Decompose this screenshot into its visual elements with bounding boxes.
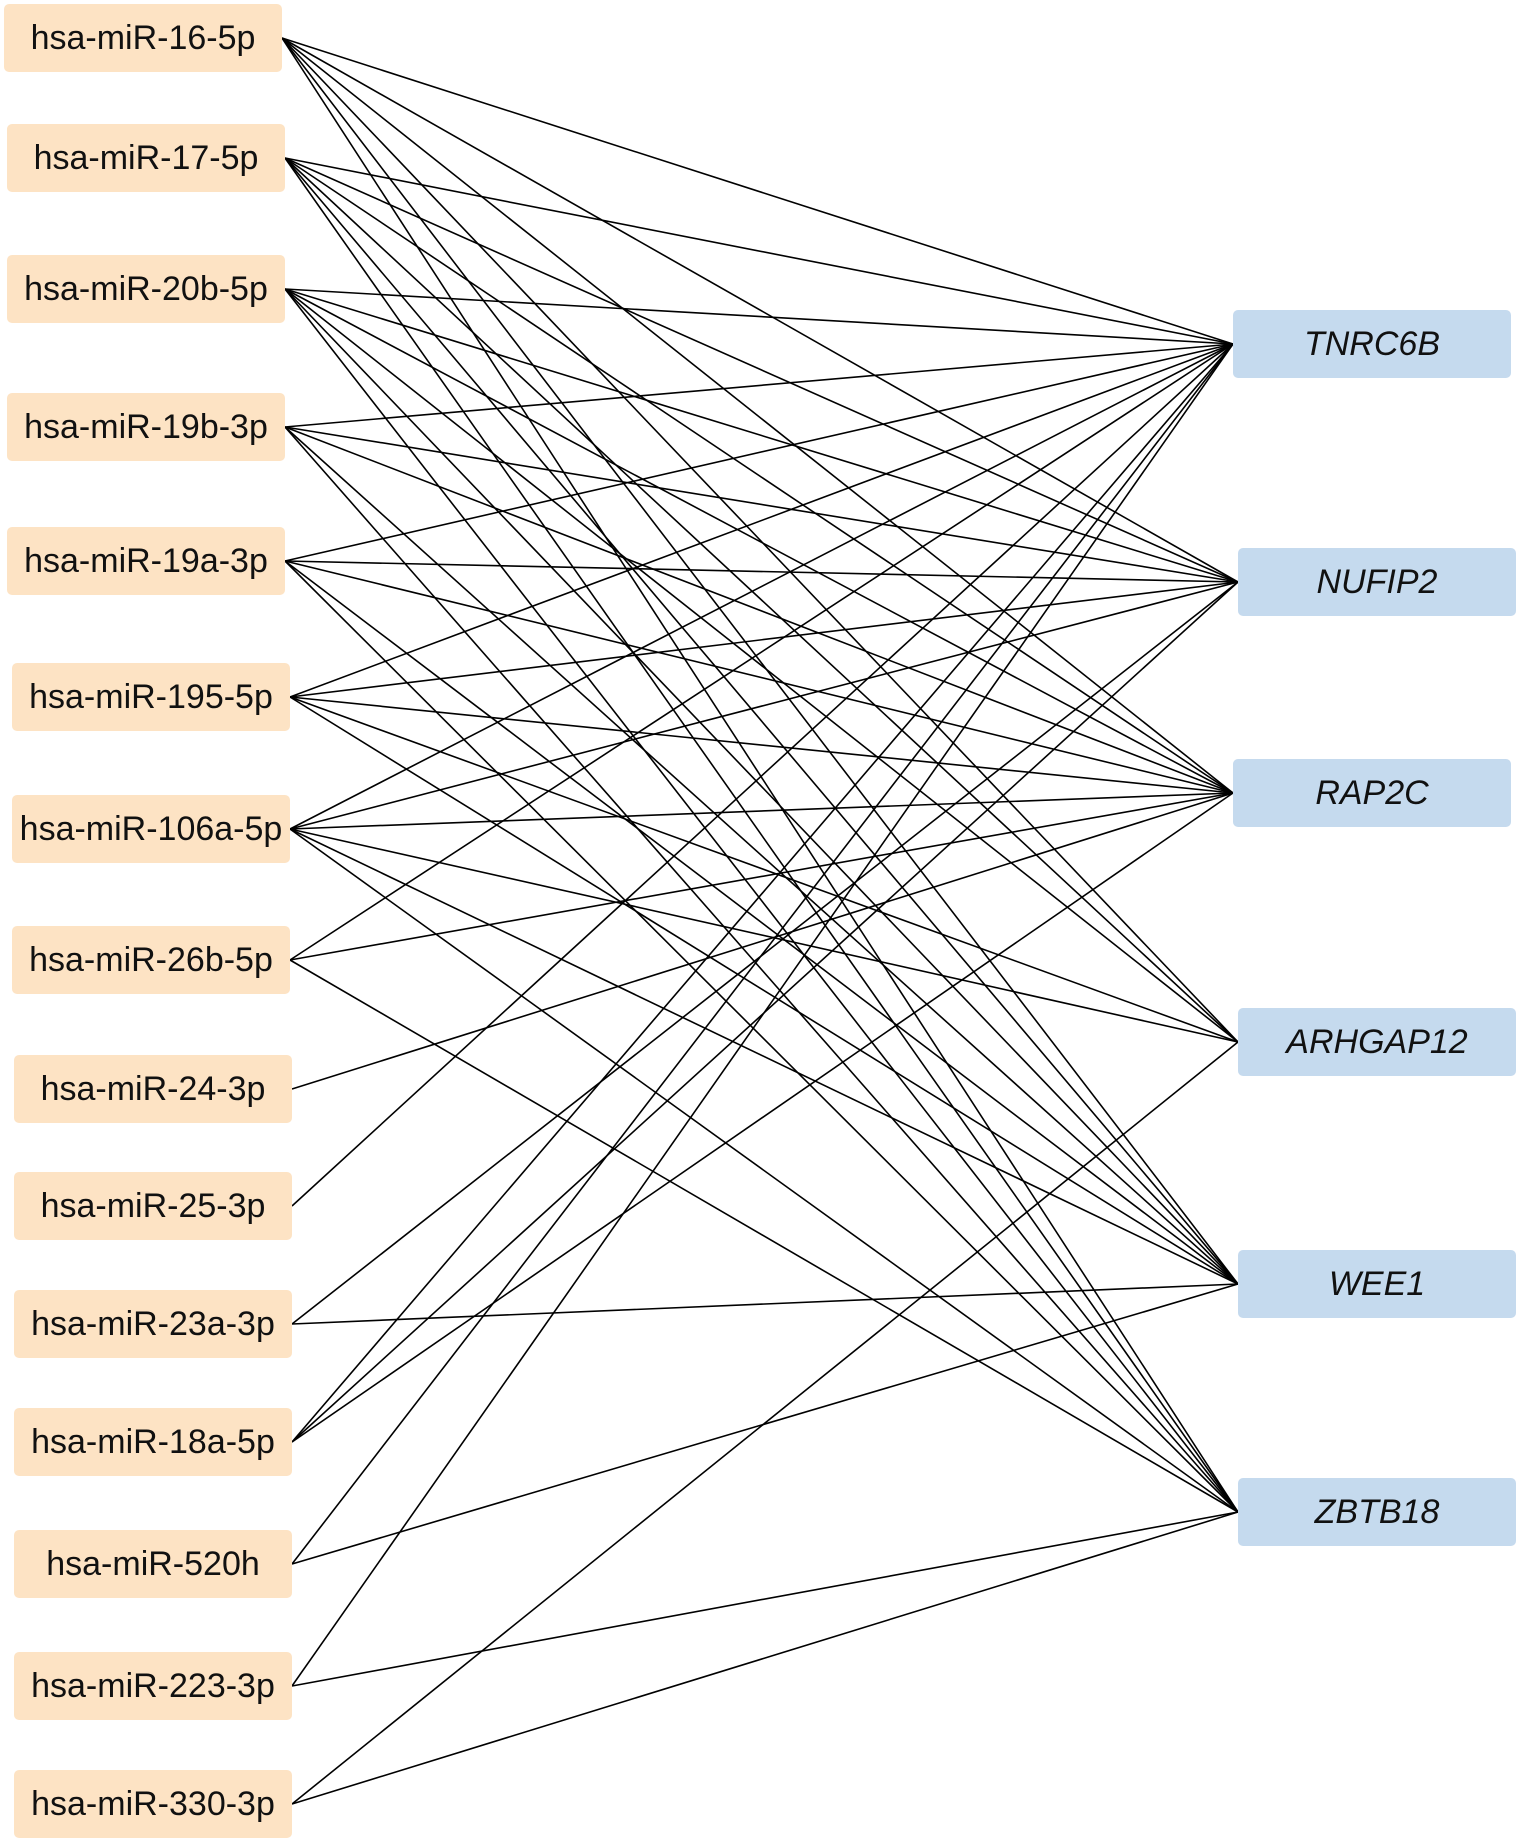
interaction-edge (284, 343, 1234, 428)
mirna-node: hsa-miR-18a-5p (14, 1408, 292, 1476)
interaction-edge (281, 37, 1239, 1043)
mirna-node: hsa-miR-25-3p (14, 1172, 292, 1240)
mirna-node: hsa-miR-23a-3p (14, 1290, 292, 1358)
interaction-edge (289, 828, 1239, 1513)
interaction-edge (289, 828, 1239, 1043)
interaction-edge (281, 37, 1234, 345)
mirna-node: hsa-miR-16-5p (4, 4, 282, 72)
interaction-edge (289, 828, 1239, 1285)
interaction-edge (284, 157, 1239, 1513)
interaction-edge (291, 792, 1234, 1443)
mirna-node: hsa-miR-106a-5p (12, 795, 290, 863)
interaction-edge (284, 157, 1239, 1043)
mirna-node: hsa-miR-330-3p (14, 1770, 292, 1838)
interaction-edge (284, 288, 1239, 1043)
mirna-node: hsa-miR-24-3p (14, 1055, 292, 1123)
mirna-node: hsa-miR-20b-5p (7, 255, 285, 323)
interaction-edge (291, 343, 1234, 1687)
interaction-edge (284, 426, 1239, 1513)
mirna-node: hsa-miR-19b-3p (7, 393, 285, 461)
gene-node: TNRC6B (1233, 310, 1511, 378)
interaction-edge (284, 560, 1239, 1285)
interaction-edge (284, 157, 1239, 583)
interaction-edge (291, 1511, 1239, 1805)
interaction-edge (284, 426, 1239, 583)
interaction-edge (284, 426, 1239, 1285)
gene-node: ZBTB18 (1238, 1478, 1516, 1546)
interaction-edge (284, 560, 1239, 1513)
interaction-edge (284, 288, 1239, 1513)
interaction-edge (291, 1283, 1239, 1325)
interaction-edge (284, 426, 1234, 794)
mirna-node: hsa-miR-19a-3p (7, 527, 285, 595)
interaction-edge (284, 560, 1234, 794)
interaction-edge (281, 37, 1239, 1285)
gene-node: RAP2C (1233, 759, 1511, 827)
mirna-node: hsa-miR-520h (14, 1530, 292, 1598)
interaction-edge (291, 343, 1234, 1443)
gene-node: WEE1 (1238, 1250, 1516, 1318)
interaction-edge (291, 1041, 1239, 1805)
mirna-node: hsa-miR-17-5p (7, 124, 285, 192)
interaction-edge (289, 581, 1239, 830)
mirna-node: hsa-miR-195-5p (12, 663, 290, 731)
interaction-edge (284, 288, 1239, 583)
interaction-edge (289, 343, 1234, 698)
interaction-edge (291, 792, 1234, 1090)
interaction-edge (289, 696, 1239, 1285)
gene-node: ARHGAP12 (1238, 1008, 1516, 1076)
interaction-edge (284, 157, 1239, 1285)
interaction-edge (291, 343, 1234, 1565)
interaction-edge (281, 37, 1234, 794)
interaction-edge (289, 343, 1234, 830)
interaction-edge (289, 959, 1239, 1513)
interaction-edge (289, 696, 1239, 1043)
interaction-edge (284, 157, 1234, 345)
mirna-node: hsa-miR-26b-5p (12, 926, 290, 994)
interaction-edge (284, 343, 1234, 562)
interaction-edge (289, 792, 1234, 830)
interaction-edge (284, 157, 1234, 794)
interaction-edge (284, 560, 1239, 583)
gene-node: NUFIP2 (1238, 548, 1516, 616)
interaction-edge (291, 581, 1239, 1325)
interaction-edge (289, 343, 1234, 961)
interaction-edge (284, 288, 1239, 1285)
interaction-edge (284, 288, 1234, 345)
interaction-edge (291, 343, 1234, 1207)
interaction-edge (289, 792, 1234, 961)
interaction-edge (291, 1511, 1239, 1687)
interaction-edge (281, 37, 1239, 1513)
interaction-edge (289, 696, 1234, 794)
interaction-edge (281, 37, 1239, 583)
mirna-node: hsa-miR-223-3p (14, 1652, 292, 1720)
interaction-edge (289, 581, 1239, 698)
